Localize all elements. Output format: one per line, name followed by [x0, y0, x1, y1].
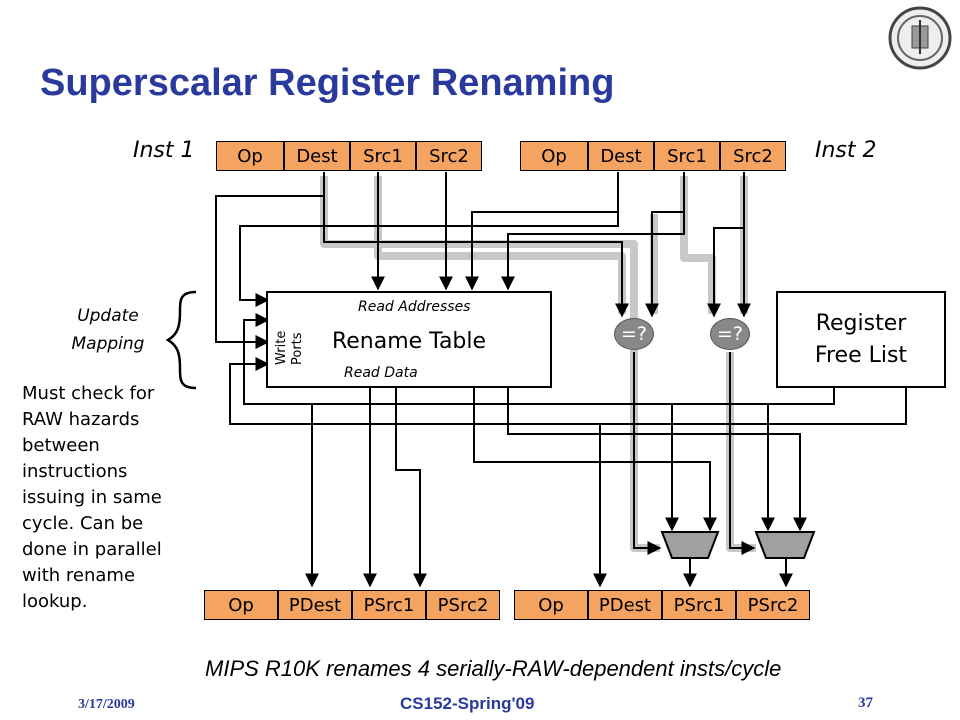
inst1-src1-field: Src1 [350, 141, 416, 171]
inst2-op-field: Op [520, 141, 588, 171]
footer-page-number: 37 [858, 695, 873, 711]
out1-pdest-field: PDest [278, 590, 352, 620]
rename-table: Read Addresses Rename Table Read Data Wr… [266, 291, 552, 388]
university-seal-icon [888, 6, 952, 70]
inst1-src2-field: Src2 [416, 141, 482, 171]
rename-table-label: Rename Table [331, 329, 487, 354]
write-ports-label: Write Ports [274, 330, 305, 365]
comparator-1: =? [614, 318, 654, 350]
update-mapping-label: Update Mapping [71, 306, 145, 354]
inst2-label: Inst 2 [815, 138, 877, 163]
out2-psrc1-field: PSrc1 [662, 590, 736, 620]
inst1-op-field: Op [216, 141, 284, 171]
free-list-line-2: Free List [814, 342, 908, 368]
out2-psrc2-field: PSrc2 [736, 590, 810, 620]
caption: MIPS R10K renames 4 serially-RAW-depende… [205, 656, 782, 681]
out2-pdest-field: PDest [588, 590, 662, 620]
footer-course: CS152-Spring'09 [400, 694, 535, 713]
raw-hazard-note: Must check for RAW hazards between instr… [22, 383, 162, 612]
inst1-label: Inst 1 [133, 138, 195, 163]
inst1-dest-field: Dest [284, 141, 350, 171]
register-free-list: Register Free List [776, 291, 946, 388]
out1-op-field: Op [204, 590, 278, 620]
inst2-dest-field: Dest [588, 141, 654, 171]
out1-psrc2-field: PSrc2 [426, 590, 500, 620]
inst2-src1-field: Src1 [654, 141, 720, 171]
out2-op-field: Op [514, 590, 588, 620]
slide-title: Superscalar Register Renaming [40, 62, 615, 104]
inst2-src2-field: Src2 [720, 141, 786, 171]
footer-date: 3/17/2009 [78, 697, 135, 712]
out1-psrc1-field: PSrc1 [352, 590, 426, 620]
free-list-line-1: Register [815, 310, 907, 336]
read-data-label: Read Data [344, 365, 418, 381]
read-addresses-label: Read Addresses [358, 299, 471, 315]
comparator-2: =? [710, 318, 750, 350]
